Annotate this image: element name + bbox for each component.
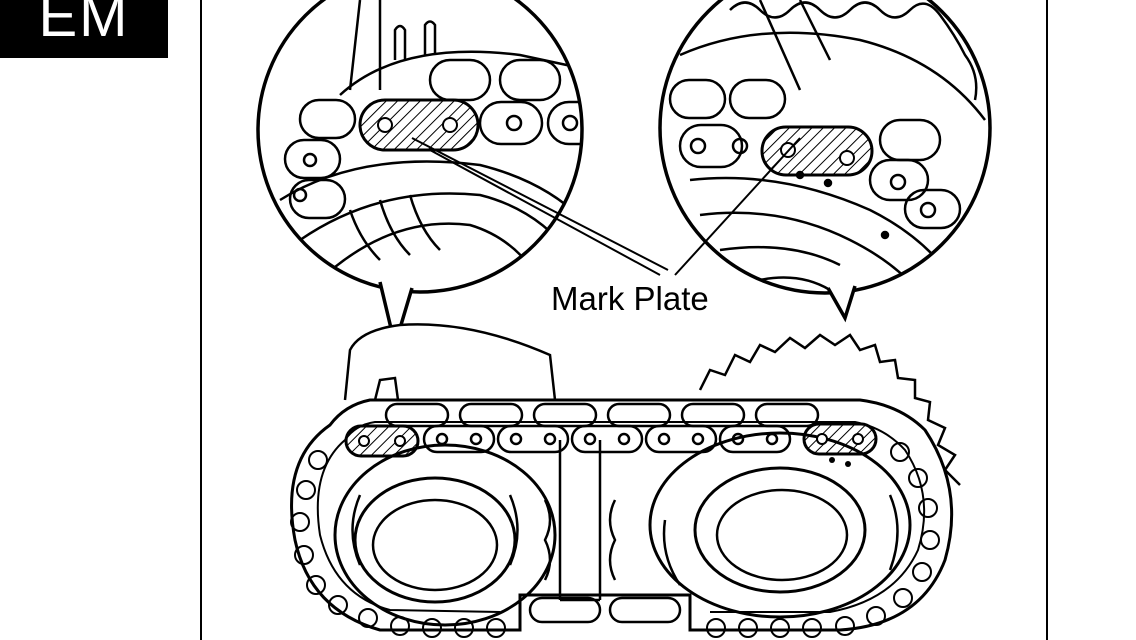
right-detail-mark-plate: [760, 125, 874, 177]
mark-plate-leaders: [411, 137, 801, 276]
right-detail-callout: [658, 0, 992, 323]
mark-plate-label: Mark Plate: [551, 280, 709, 317]
figure-frame: [200, 0, 1048, 640]
assembly-mark-plate-left: [344, 424, 420, 458]
chain-assembly: [290, 323, 961, 638]
section-tab: EM: [0, 0, 168, 58]
left-detail-callout: [256, 0, 584, 352]
assembly-mark-plate-right: [802, 422, 878, 456]
left-detail-mark-plate: [358, 98, 480, 152]
section-tab-label: EM: [38, 0, 130, 49]
right-detail-pointer: [826, 285, 857, 323]
